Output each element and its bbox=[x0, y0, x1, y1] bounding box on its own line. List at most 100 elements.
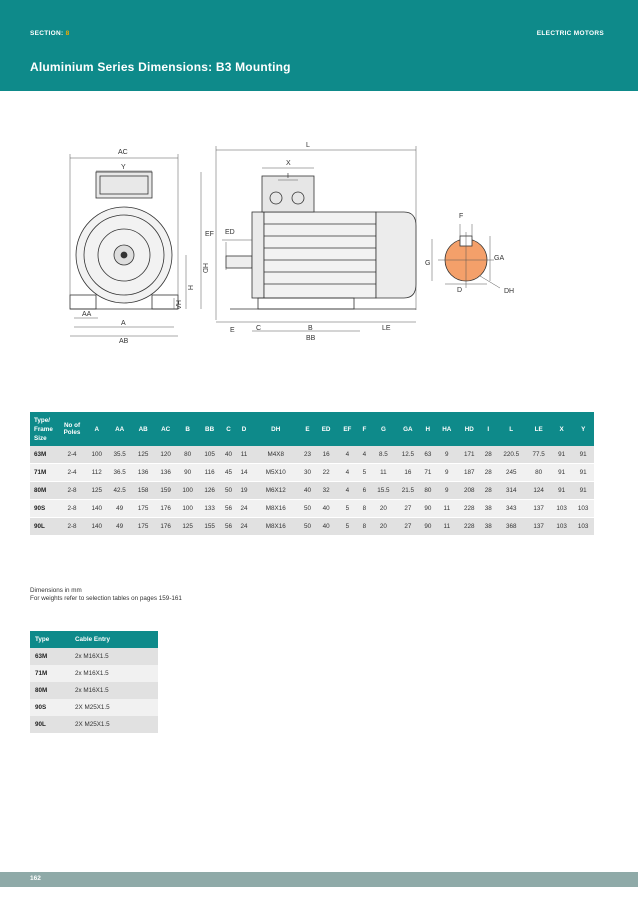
table-cell: 40 bbox=[220, 446, 237, 464]
table-cell: 30 bbox=[299, 463, 316, 482]
col-header: EF bbox=[337, 412, 358, 446]
row-type-cell: 90S bbox=[30, 499, 58, 518]
table-cell: 8 bbox=[357, 499, 372, 518]
table-cell: 49 bbox=[107, 517, 132, 536]
table-cell: 28 bbox=[480, 481, 496, 500]
table-cell: 8.5 bbox=[371, 446, 396, 464]
label-e: E bbox=[230, 327, 235, 334]
section-number: 8 bbox=[65, 30, 70, 37]
table-cell: 2-4 bbox=[58, 446, 86, 464]
table-cell: 100 bbox=[176, 481, 199, 500]
label-ac: AC bbox=[118, 149, 128, 156]
table-cell: 91 bbox=[550, 463, 573, 482]
table-cell: 2-8 bbox=[58, 481, 86, 500]
label-dh: DH bbox=[504, 288, 514, 295]
brand-label: ELECTRIC MOTORS bbox=[536, 30, 604, 37]
table-cell: 171 bbox=[458, 446, 481, 464]
col-header: I bbox=[480, 412, 496, 446]
section-label: SECTION: 8 bbox=[30, 30, 70, 37]
table-cell: 11 bbox=[236, 446, 252, 464]
table-cell: 5 bbox=[337, 517, 358, 536]
table-cell: 80 bbox=[420, 481, 436, 500]
table-cell: 40 bbox=[315, 499, 338, 518]
row-type-cell: 63M bbox=[30, 446, 58, 464]
table-cell: 90 bbox=[420, 499, 436, 518]
row-type-cell: 90S bbox=[30, 699, 70, 716]
table-cell: 35.5 bbox=[107, 446, 132, 464]
table-cell: 4 bbox=[337, 446, 358, 464]
page-title: Aluminium Series Dimensions: B3 Mounting bbox=[30, 60, 291, 74]
shaft-section bbox=[438, 232, 494, 288]
table-cell: 50 bbox=[299, 499, 316, 518]
table-cell: 27 bbox=[395, 499, 421, 518]
col-header: HD bbox=[458, 412, 481, 446]
table-cell: 136 bbox=[154, 463, 177, 482]
table-cell: 91 bbox=[572, 446, 594, 464]
label-ef: EF bbox=[205, 231, 214, 238]
table-cell: 20 bbox=[371, 499, 396, 518]
shaft-side bbox=[225, 255, 253, 269]
table-cell: 45 bbox=[220, 463, 237, 482]
table-cell: 36.5 bbox=[107, 463, 132, 482]
col-header: Type/ Frame Size bbox=[30, 412, 58, 446]
table-cell: 314 bbox=[495, 481, 527, 500]
front-view bbox=[69, 171, 179, 310]
table-cell: M4X8 bbox=[251, 446, 300, 464]
table-cell: 228 bbox=[458, 499, 481, 518]
table-cell: 2x M16X1.5 bbox=[70, 682, 158, 699]
table-cell: 124 bbox=[526, 481, 551, 500]
table-cell: 11 bbox=[435, 517, 459, 536]
table-cell: 12.5 bbox=[395, 446, 421, 464]
table-cell: 2x M16X1.5 bbox=[70, 648, 158, 665]
table-cell: 16 bbox=[315, 446, 338, 464]
table-cell: 136 bbox=[131, 463, 155, 482]
table-cell: 22 bbox=[315, 463, 338, 482]
table-cell: 91 bbox=[572, 481, 594, 500]
table-cell: 28 bbox=[480, 463, 496, 482]
table-cell: 103 bbox=[550, 499, 573, 518]
table-cell: 175 bbox=[131, 499, 155, 518]
shaft-center bbox=[120, 251, 128, 259]
table-cell: 71 bbox=[420, 463, 436, 482]
table-cell: 2X M25X1.5 bbox=[70, 699, 158, 716]
table-cell: 77.5 bbox=[526, 446, 551, 464]
col-header: C bbox=[220, 412, 237, 446]
table-cell: 50 bbox=[299, 517, 316, 536]
fan-cover bbox=[375, 211, 417, 299]
label-f: F bbox=[459, 213, 463, 220]
table-cell: 38 bbox=[480, 499, 496, 518]
cable-gland-2 bbox=[291, 191, 305, 205]
table-cell: 15.5 bbox=[371, 481, 396, 500]
table-cell: 187 bbox=[458, 463, 481, 482]
dimensions-header-row: Type/ Frame Size No of Poles A AA AB AC … bbox=[30, 412, 594, 446]
col-header: AB bbox=[131, 412, 155, 446]
table-cell: 2-4 bbox=[58, 463, 86, 482]
table-cell: 120 bbox=[154, 446, 177, 464]
terminal-box-lid bbox=[99, 175, 149, 195]
row-type-cell: 71M bbox=[30, 463, 58, 482]
table-cell: 38 bbox=[480, 517, 496, 536]
table-cell: 140 bbox=[86, 499, 108, 518]
note-units: Dimensions in mm bbox=[30, 587, 82, 594]
table-cell: 9 bbox=[435, 446, 459, 464]
endshield-front bbox=[251, 211, 265, 299]
notes: Dimensions in mm For weights refer to se… bbox=[30, 587, 182, 603]
col-header: E bbox=[299, 412, 316, 446]
col-header: HA bbox=[435, 412, 459, 446]
table-cell: M6X12 bbox=[251, 481, 300, 500]
label-bb: BB bbox=[306, 335, 316, 342]
table-cell: 24 bbox=[236, 517, 252, 536]
table-cell: 133 bbox=[198, 499, 221, 518]
table-cell: 11 bbox=[435, 499, 459, 518]
note-weights: For weights refer to selection tables on… bbox=[30, 595, 182, 602]
motor-body-side bbox=[263, 211, 377, 299]
label-le: LE bbox=[382, 325, 391, 332]
col-header: AA bbox=[107, 412, 132, 446]
table-cell: 125 bbox=[131, 446, 155, 464]
table-cell: 80 bbox=[176, 446, 199, 464]
